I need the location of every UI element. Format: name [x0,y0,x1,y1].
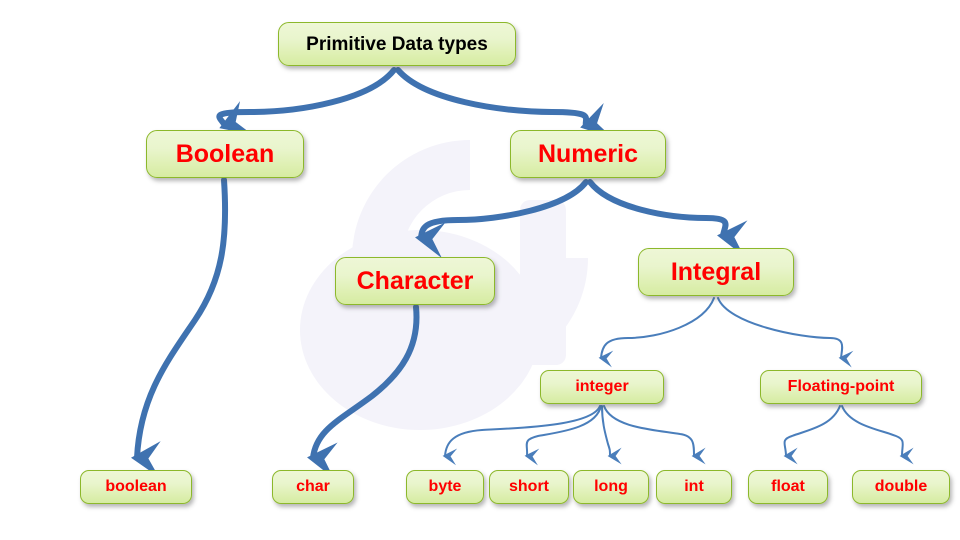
node-integer[interactable]: integer [540,370,664,404]
node-boolean[interactable]: Boolean [146,130,304,178]
node-character[interactable]: Character [335,257,495,305]
node-label-integral: Integral [670,257,762,286]
node-label-l_byte: byte [428,478,462,495]
edge-floating-double [841,405,914,465]
node-label-numeric: Numeric [537,139,639,168]
node-l_boolean[interactable]: boolean [80,470,192,504]
node-label-l_long: long [594,478,628,495]
node-label-integer: integer [575,378,629,395]
edge-root-numeric [395,67,613,138]
node-l_long[interactable]: long [573,470,649,504]
node-l_byte[interactable]: byte [406,470,484,504]
edge-integral-floating [717,297,854,368]
edge-integer-short [524,405,602,466]
node-label-character: Character [356,266,474,295]
edge-integer-int [603,405,706,465]
edge-root-boolean [216,67,397,135]
edge-integer-long [601,405,622,465]
node-label-l_char: char [296,478,330,495]
node-l_short[interactable]: short [489,470,569,504]
node-root[interactable]: Primitive Data types [278,22,516,66]
edge-floating-float [783,405,841,465]
node-label-root: Primitive Data types [306,33,488,55]
edge-boolean-leaf [131,177,229,478]
node-label-l_boolean: boolean [105,478,167,495]
node-label-l_float: float [771,478,805,495]
node-label-l_int: int [684,478,704,495]
node-label-l_double: double [874,478,928,495]
node-label-floating: Floating-point [787,378,895,395]
node-label-boolean: Boolean [175,139,275,168]
node-l_char[interactable]: char [272,470,354,504]
edge-integer-byte [442,405,601,466]
node-l_int[interactable]: int [656,470,732,504]
edge-integral-integer [598,297,715,368]
node-integral[interactable]: Integral [638,248,794,296]
node-l_float[interactable]: float [748,470,828,504]
node-label-l_short: short [509,478,549,495]
node-numeric[interactable]: Numeric [510,130,666,178]
edge-numeric-character [415,179,589,259]
node-floating[interactable]: Floating-point [760,370,922,404]
node-l_double[interactable]: double [852,470,950,504]
edge-character-char [307,304,420,479]
edge-numeric-integral [587,179,748,257]
